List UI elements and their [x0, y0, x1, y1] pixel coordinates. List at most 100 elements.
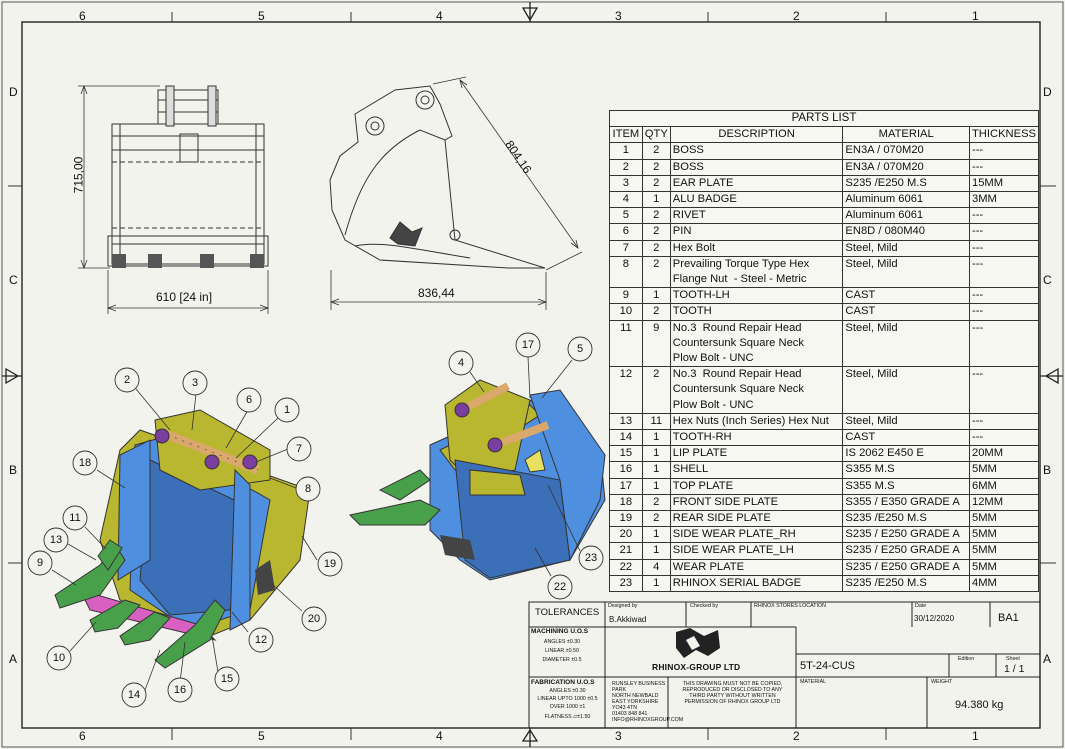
parts-cell-desc: Hex Nuts (Inch Series) Hex Nut — [669, 412, 844, 431]
fabrication-title: FABRICATION U.O.S — [531, 679, 595, 686]
machining-title: MACHINING U.O.S — [531, 628, 589, 635]
parts-cell-qty: 2 — [641, 239, 671, 257]
parts-cell-desc: SIDE WEAR PLATE_RH — [669, 526, 844, 544]
copyright-line: THIRD PARTY WITHOUT WRITTEN — [689, 693, 776, 699]
fabrication-line: ANGLES ±0.30 — [549, 688, 586, 694]
balloon-number: 22 — [553, 581, 567, 593]
zone-number: 1 — [972, 729, 979, 743]
parts-list-title: PARTS LIST — [609, 109, 1039, 128]
address-line: NORTH NEWBALD — [612, 693, 659, 699]
parts-cell-thickness: --- — [968, 429, 1040, 447]
edition-label: Edition — [958, 656, 975, 662]
parts-cell-thickness: --- — [968, 255, 1040, 289]
parts-cell-qty: 2 — [641, 174, 671, 193]
parts-cell-thickness: 4MM — [968, 574, 1040, 593]
parts-cell-material: S235 /E250 M.S — [842, 510, 970, 528]
parts-cell-qty: 1 — [641, 287, 671, 305]
zone-letter: A — [1043, 652, 1052, 666]
parts-cell-thickness: --- — [968, 223, 1040, 241]
parts-cell-material: CAST — [842, 287, 970, 305]
parts-cell-item: 22 — [609, 558, 643, 576]
parts-cell-material: S355 / E350 GRADE A — [842, 493, 970, 512]
parts-cell-item: 16 — [609, 461, 643, 479]
zone-letter: C — [1043, 273, 1052, 287]
parts-cell-material: Aluminum 6061 — [842, 191, 970, 209]
balloon-number: 20 — [307, 613, 321, 625]
parts-cell-material: EN3A / 070M20 — [842, 158, 970, 176]
balloon-number: 19 — [323, 558, 337, 570]
copyright-line: REPRODUCED OR DISCLOSED TO ANY — [682, 687, 783, 693]
parts-cell-desc: WEAR PLATE — [669, 558, 844, 576]
parts-cell-material: Steel, Mild — [842, 255, 970, 289]
parts-cell-desc: FRONT SIDE PLATE — [669, 493, 844, 512]
parts-cell-material: CAST — [842, 303, 970, 321]
parts-cell-material: S355 M.S — [842, 461, 970, 479]
machining-line: LINEAR ±0.50 — [545, 648, 579, 654]
height-dimension: 715,00 — [71, 156, 86, 194]
designer-name: B.Akkiwad — [609, 615, 647, 624]
parts-cell-material: EN8D / 080M40 — [842, 223, 970, 241]
parts-cell-thickness: 12MM — [968, 493, 1040, 512]
address-line: YO43 4TN — [612, 705, 638, 711]
address-line: 01403 848 841 — [612, 711, 648, 717]
parts-cell-qty: 1 — [641, 429, 671, 447]
parts-cell-item: 1 — [609, 142, 643, 160]
parts-cell-qty: 1 — [641, 542, 671, 560]
balloon-number: 5 — [576, 343, 584, 355]
parts-cell-item: 9 — [609, 287, 643, 305]
column-header: DESCRIPTION — [669, 126, 844, 144]
fabrication-line: FLATNESS ⏥±1.50 — [544, 714, 591, 720]
front-view — [107, 85, 269, 268]
zone-number: 3 — [615, 729, 622, 743]
balloon-number: 18 — [78, 457, 92, 469]
parts-cell-desc: REAR SIDE PLATE — [669, 510, 844, 528]
parts-cell-desc: RIVET — [669, 207, 844, 225]
zone-number: 2 — [793, 729, 800, 743]
iso-view-right — [348, 379, 606, 581]
parts-cell-qty: 2 — [641, 493, 671, 512]
parts-cell-desc: TOOTH-RH — [669, 429, 844, 447]
parts-cell-material: Aluminum 6061 — [842, 207, 970, 225]
zone-number: 4 — [436, 9, 443, 23]
balloon-number: 9 — [36, 557, 44, 569]
balloon-number: 23 — [584, 552, 598, 564]
zone-letter: C — [9, 273, 18, 287]
parts-cell-item: 3 — [609, 174, 643, 193]
parts-cell-thickness: 3MM — [968, 191, 1040, 209]
side-view — [329, 85, 546, 269]
front-width-dimension: 610 [24 in] — [156, 290, 213, 304]
parts-cell-thickness: 5MM — [968, 526, 1040, 544]
parts-cell-thickness: --- — [968, 142, 1040, 160]
column-header: ITEM — [609, 126, 643, 144]
parts-cell-thickness: 5MM — [968, 461, 1040, 479]
parts-cell-thickness: --- — [968, 366, 1040, 414]
copyright-line: THIS DRAWING MUST NOT BE COPIED, — [682, 681, 783, 687]
parts-cell-thickness: 5MM — [968, 510, 1040, 528]
parts-cell-qty: 1 — [641, 574, 671, 593]
parts-cell-item: 20 — [609, 526, 643, 544]
address-line: RUNSLEY BUSINESS PARK — [612, 681, 666, 693]
rhinox-logo-mark — [676, 628, 720, 658]
parts-cell-thickness: 5MM — [968, 542, 1040, 560]
parts-cell-material: Steel, Mild — [842, 366, 970, 414]
part-number: 5T-24-CUS — [800, 660, 856, 672]
balloon-number: 8 — [304, 483, 312, 495]
parts-cell-desc: EAR PLATE — [669, 174, 844, 193]
parts-cell-item: 13 — [609, 412, 643, 431]
parts-cell-qty: 4 — [641, 558, 671, 576]
parts-cell-desc: No.3 Round Repair Head Countersunk Squar… — [669, 319, 844, 368]
parts-cell-qty: 2 — [641, 366, 671, 414]
weight-label: WEIGHT — [931, 679, 953, 685]
zone-number: 2 — [793, 9, 800, 23]
parts-cell-item: 15 — [609, 445, 643, 463]
zone-letter: B — [9, 463, 18, 477]
